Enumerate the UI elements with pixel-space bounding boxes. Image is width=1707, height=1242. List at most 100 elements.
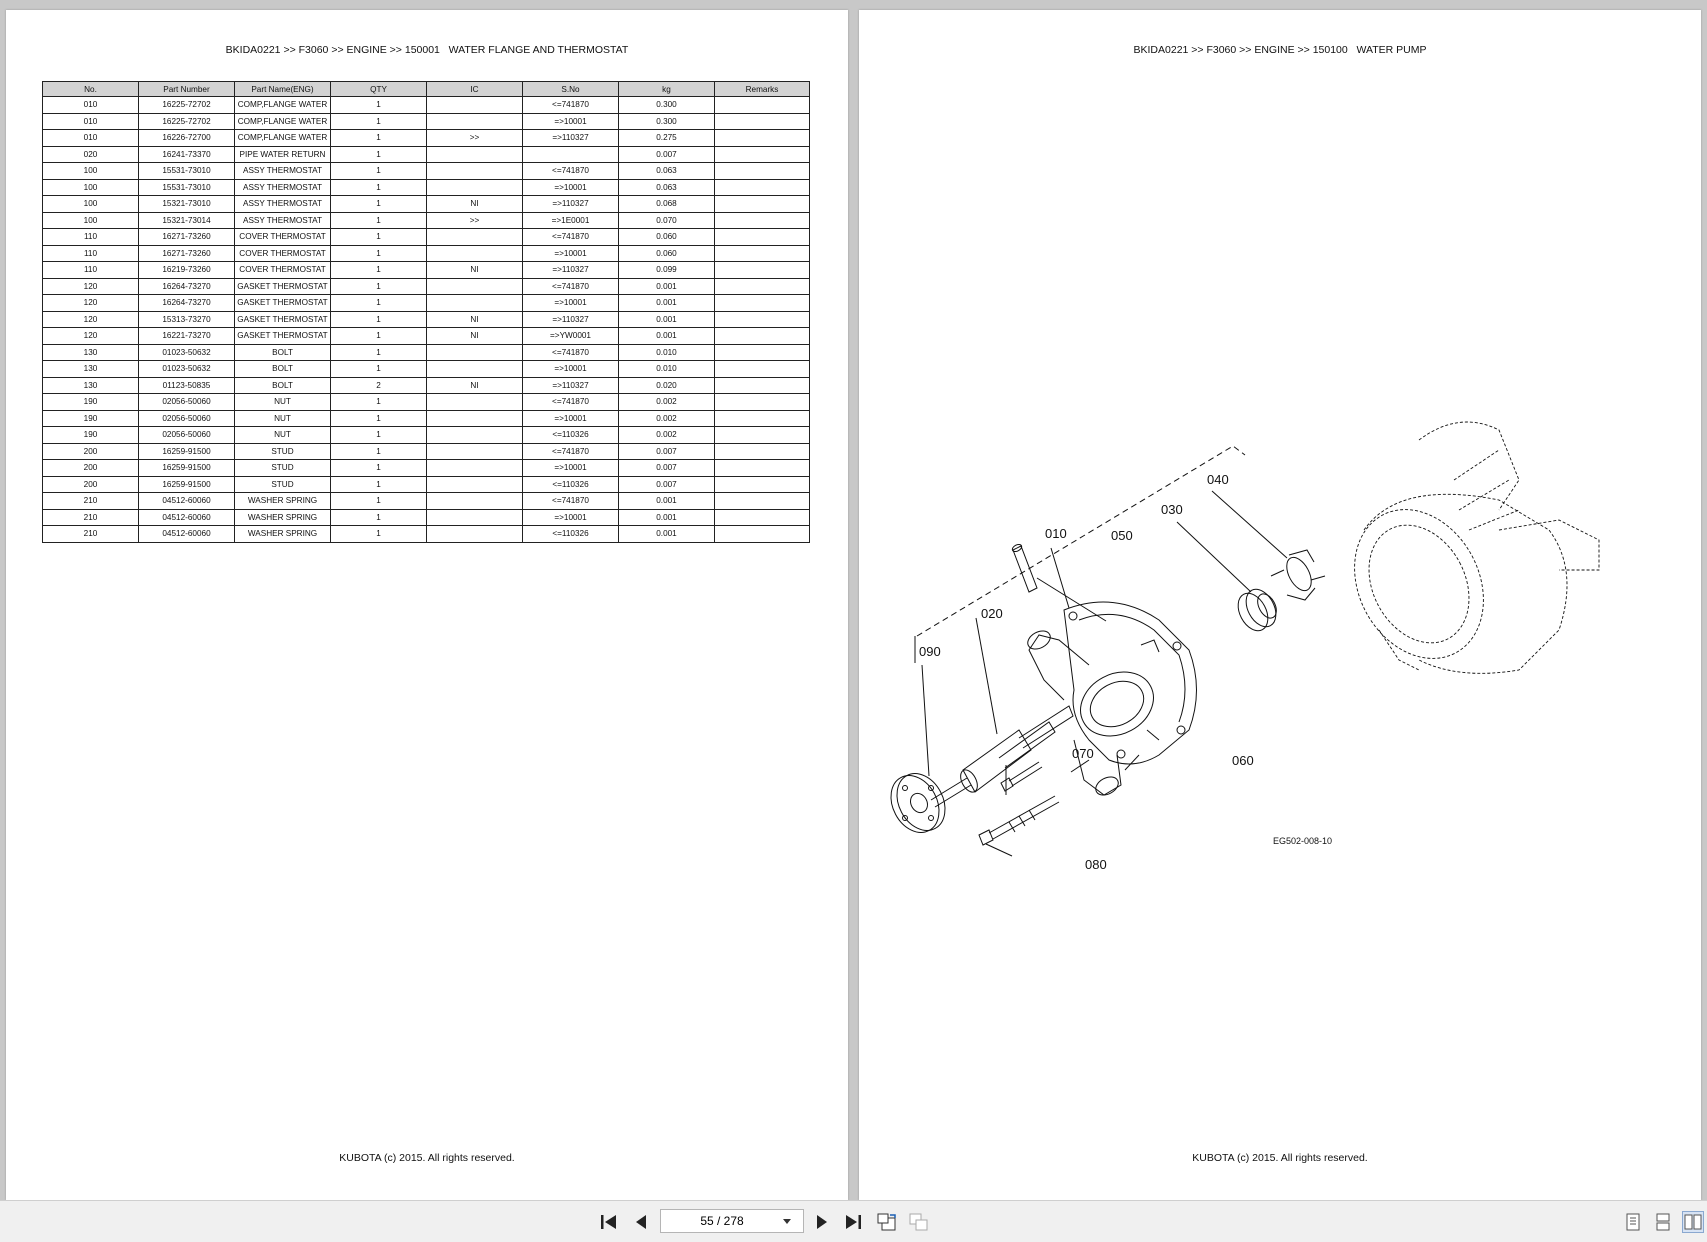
cell-ic <box>426 162 523 180</box>
cell-sno: =>10001 <box>522 112 619 130</box>
single-page-view-button[interactable] <box>1623 1211 1643 1233</box>
page-footer-right: KUBOTA (c) 2015. All rights reserved. <box>1192 1152 1368 1164</box>
cell-remarks <box>714 475 810 493</box>
cell-part-name: BOLT <box>234 343 331 361</box>
right-page: BKIDA0221 >> F3060 >> ENGINE >> 150100 W… <box>859 10 1701 1200</box>
cell-kg: 0.001 <box>618 508 715 526</box>
viewer-toolbar <box>0 1200 1707 1242</box>
two-page-view-button[interactable] <box>1682 1211 1704 1233</box>
cell-kg: 0.063 <box>618 162 715 180</box>
cell-remarks <box>714 129 810 147</box>
last-page-button[interactable] <box>842 1211 864 1233</box>
cell-part-number: 16259-91500 <box>138 475 235 493</box>
cell-no: 190 <box>42 393 139 411</box>
cell-ic <box>426 294 523 312</box>
cell-no: 210 <box>42 492 139 510</box>
cell-remarks <box>714 459 810 477</box>
cell-kg: 0.275 <box>618 129 715 147</box>
cell-ic <box>426 228 523 246</box>
cell-qty: 1 <box>330 475 427 493</box>
cell-qty: 1 <box>330 129 427 147</box>
cell-part-name: NUT <box>234 393 331 411</box>
cell-sno: =>10001 <box>522 360 619 378</box>
bolt-080-part <box>978 795 1060 846</box>
cell-kg: 0.063 <box>618 178 715 196</box>
cell-qty: 1 <box>330 195 427 213</box>
cell-sno: <=741870 <box>522 162 619 180</box>
prev-page-button[interactable] <box>630 1211 652 1233</box>
export-button[interactable] <box>907 1211 931 1233</box>
cell-remarks <box>714 294 810 312</box>
prev-page-icon <box>636 1215 646 1229</box>
callout-040: 040 <box>1207 472 1229 487</box>
next-page-button[interactable] <box>811 1211 833 1233</box>
page-number-field[interactable] <box>660 1209 804 1233</box>
chevron-down-icon[interactable] <box>783 1218 791 1224</box>
cell-sno: <=741870 <box>522 277 619 295</box>
cell-remarks <box>714 228 810 246</box>
cell-no: 100 <box>42 211 139 229</box>
rotate-button[interactable] <box>875 1211 899 1233</box>
cell-sno: =>10001 <box>522 508 619 526</box>
cell-remarks <box>714 426 810 444</box>
cell-no: 130 <box>42 376 139 394</box>
cell-part-number: 16259-91500 <box>138 442 235 460</box>
single-page-icon <box>1626 1213 1640 1231</box>
cell-no: 010 <box>42 129 139 147</box>
last-page-icon <box>846 1215 861 1229</box>
cell-kg: 0.099 <box>618 261 715 279</box>
cell-remarks <box>714 376 810 394</box>
cell-remarks <box>714 393 810 411</box>
cell-qty: 1 <box>330 459 427 477</box>
cell-sno: =>10001 <box>522 244 619 262</box>
parts-table: No. Part Number Part Name(ENG) QTY IC S.… <box>42 81 810 543</box>
cell-sno <box>522 145 619 163</box>
engine-block-outline <box>1354 421 1600 674</box>
cell-sno: =>10001 <box>522 294 619 312</box>
dashed-guide-line <box>916 445 1246 637</box>
pulley-flange-part <box>890 773 946 833</box>
col-header-part-name: Part Name(ENG) <box>234 81 331 97</box>
cell-part-name: STUD <box>234 442 331 460</box>
continuous-view-button[interactable] <box>1653 1211 1673 1233</box>
cell-qty: 1 <box>330 211 427 229</box>
cell-qty: 2 <box>330 376 427 394</box>
cell-no: 020 <box>42 145 139 163</box>
cell-remarks <box>714 508 810 526</box>
first-page-button[interactable] <box>598 1211 620 1233</box>
cell-kg: 0.007 <box>618 475 715 493</box>
cell-part-name: NUT <box>234 409 331 427</box>
cell-kg: 0.300 <box>618 112 715 130</box>
cell-kg: 0.001 <box>618 277 715 295</box>
callout-090: 090 <box>919 644 941 659</box>
cell-ic: NI <box>426 261 523 279</box>
cell-part-number: 02056-50060 <box>138 426 235 444</box>
page-number-input[interactable] <box>661 1213 783 1229</box>
cell-part-name: WASHER SPRING <box>234 508 331 526</box>
cell-sno: <=110326 <box>522 525 619 543</box>
cell-no: 200 <box>42 459 139 477</box>
cell-sno: =>110327 <box>522 129 619 147</box>
cell-ic <box>426 343 523 361</box>
cell-kg: 0.010 <box>618 360 715 378</box>
cell-remarks <box>714 145 810 163</box>
cell-part-number: 16271-73260 <box>138 228 235 246</box>
cell-ic <box>426 96 523 114</box>
cell-kg: 0.300 <box>618 96 715 114</box>
cell-part-number: 16271-73260 <box>138 244 235 262</box>
cell-sno: <=741870 <box>522 343 619 361</box>
cell-no: 120 <box>42 294 139 312</box>
cell-sno: =>10001 <box>522 178 619 196</box>
cell-part-name: COMP,FLANGE WATER <box>234 129 331 147</box>
cell-qty: 1 <box>330 244 427 262</box>
callout-070: 070 <box>1072 746 1094 761</box>
cell-qty: 1 <box>330 310 427 328</box>
